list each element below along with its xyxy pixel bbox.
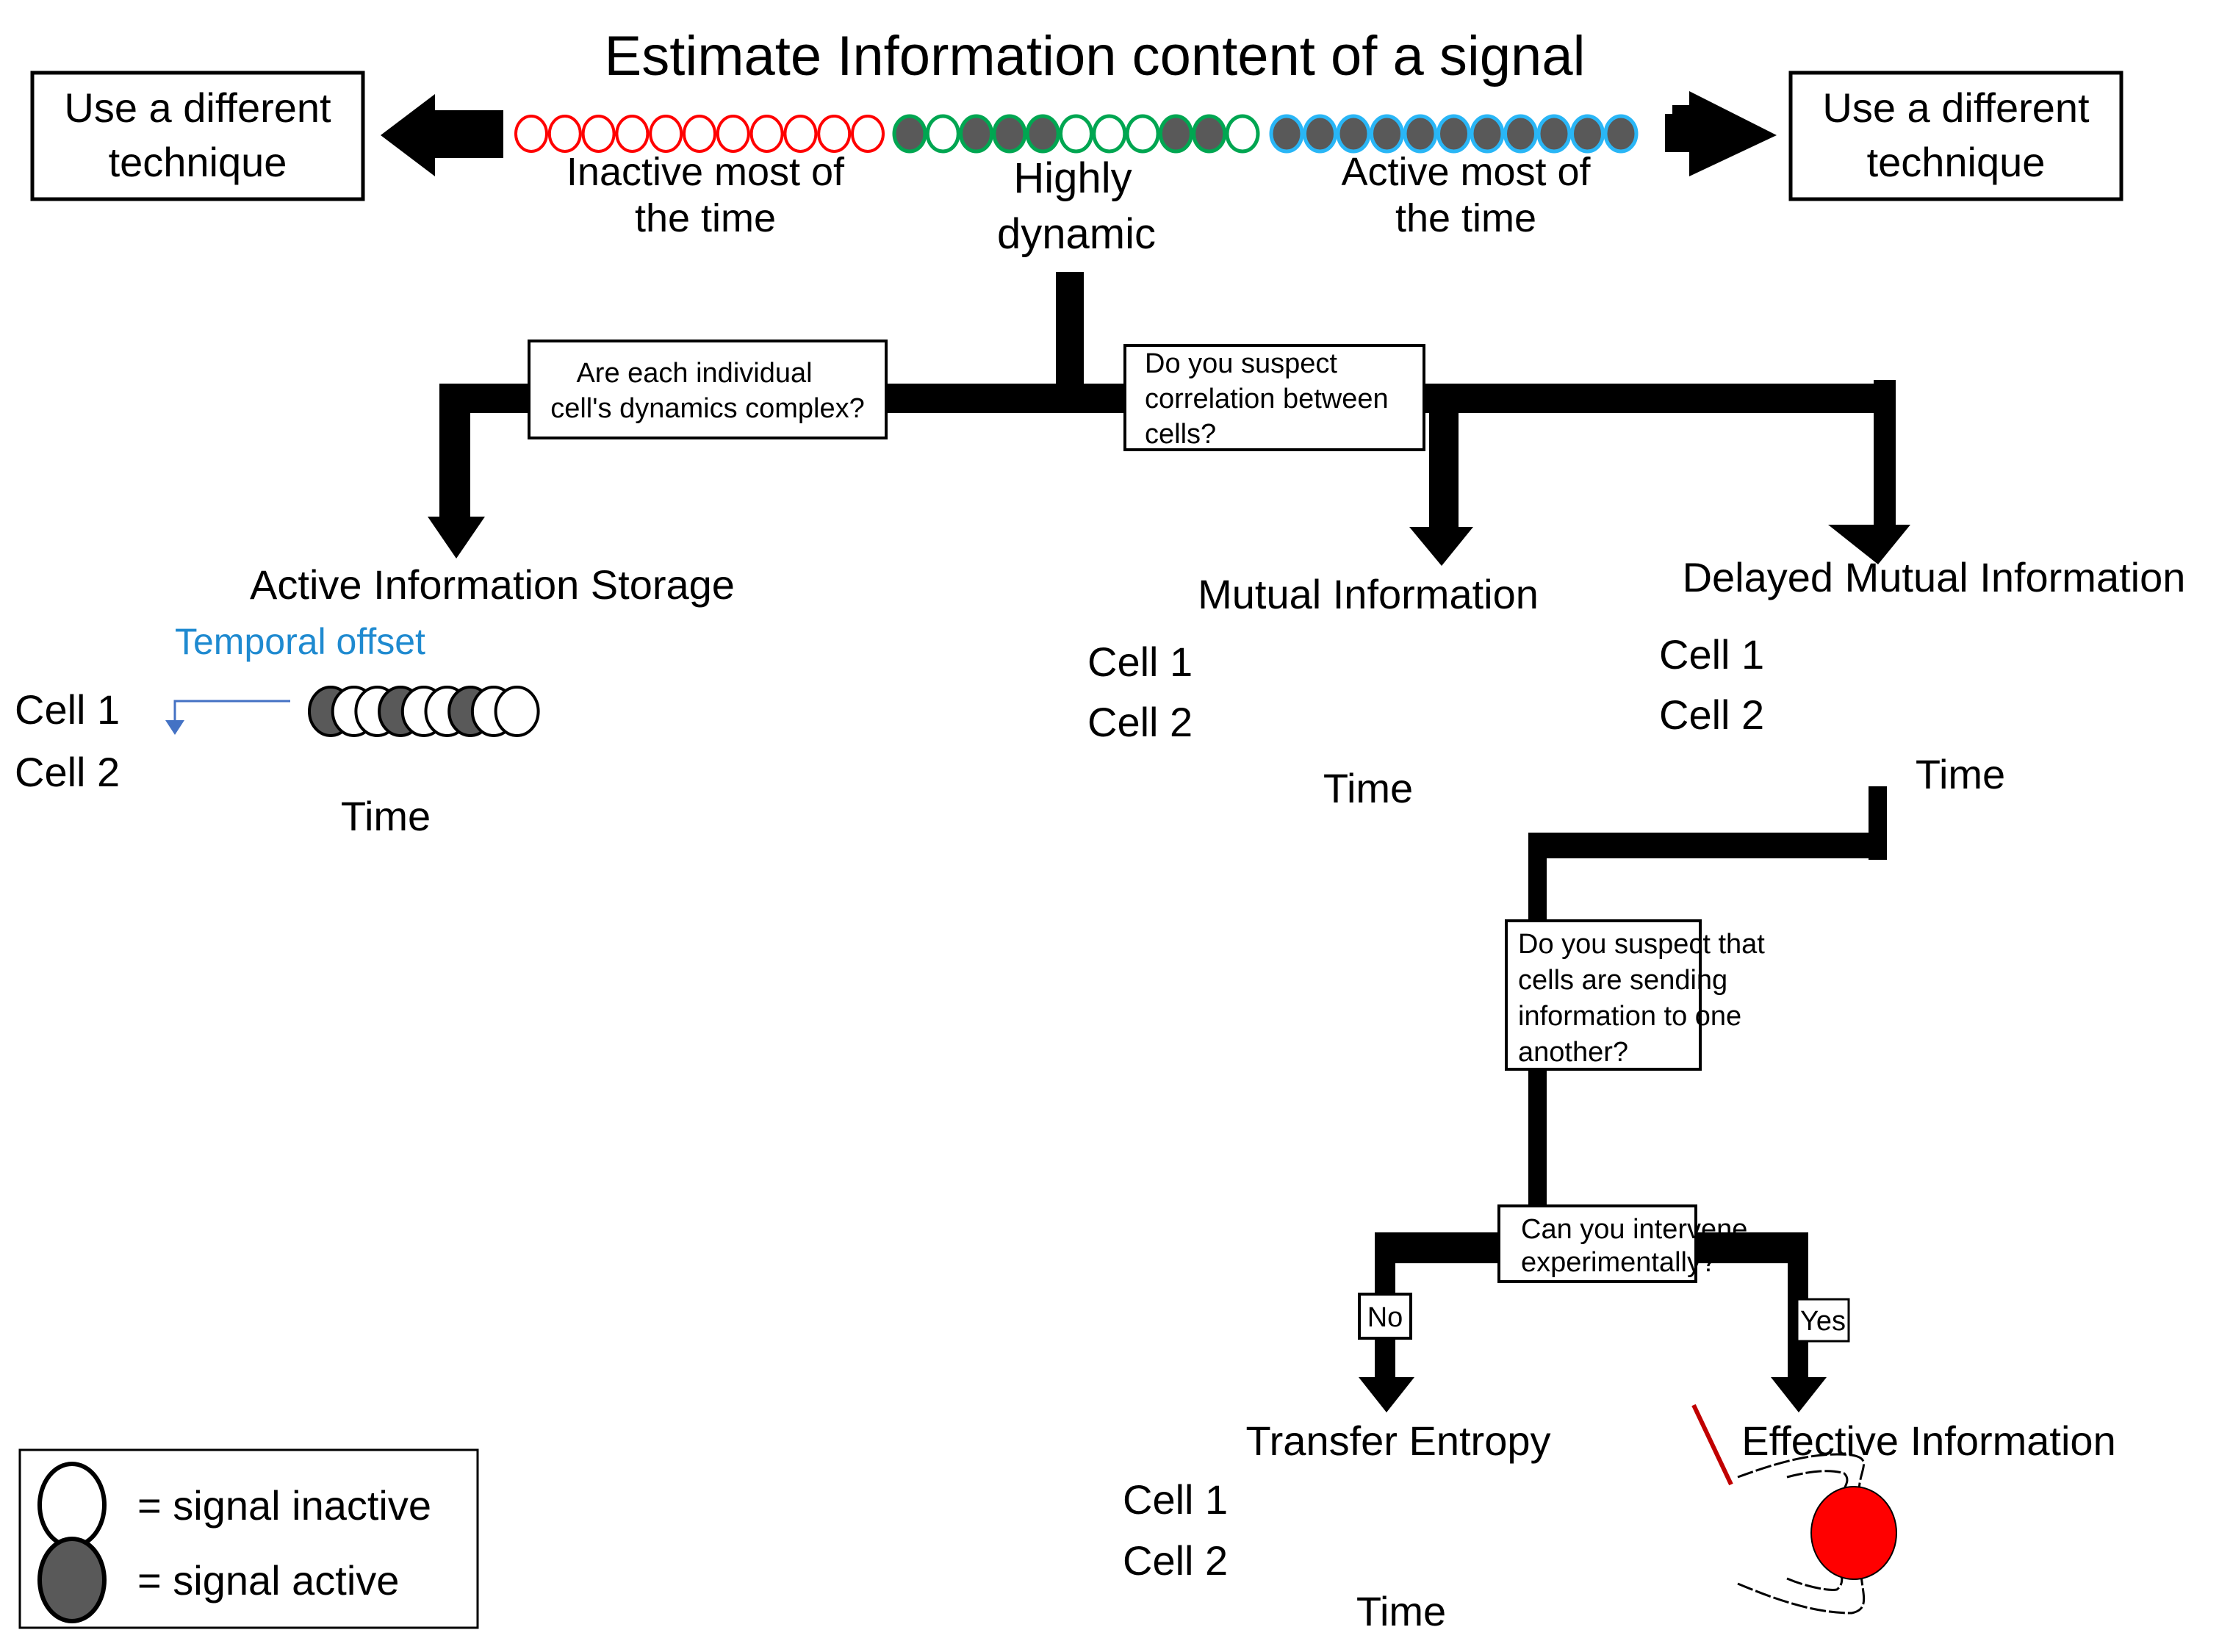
active-label-line-1: Active most of: [1341, 150, 1591, 194]
ais-cell2-label: Cell 2: [15, 749, 120, 795]
active-signal-circle-active: [1269, 114, 1304, 154]
legend-active-icon: [37, 1537, 107, 1623]
dynamic-signal-circle-active: [992, 114, 1027, 154]
dmi-time-label: Time: [1916, 751, 2005, 797]
question-box-sending: Do you suspect that cells are sending in…: [1505, 919, 1765, 1071]
legend-inactive-icon: [37, 1462, 107, 1548]
yes-label: Yes: [1800, 1306, 1846, 1337]
right-arrow-icon: [1665, 91, 1777, 176]
dynamic-signal-circle-active: [1025, 114, 1060, 154]
no-label: No: [1367, 1302, 1403, 1333]
question-2-line-1: Do you suspect: [1145, 348, 1337, 379]
inactive-signal-circle-inactive: [749, 115, 784, 153]
yes-branch-label: Yes: [1796, 1298, 1850, 1343]
right-box-line-2: technique: [1867, 139, 2046, 185]
question-box-correlation: Do you suspect correlation between cells…: [1123, 344, 1425, 451]
intervention-probe-icon: [1691, 1404, 1733, 1486]
no-branch-label: No: [1358, 1293, 1412, 1340]
question-box-individual-dynamics: Are each individual cell's dynamics comp…: [528, 340, 888, 439]
right-box-line-1: Use a different: [1822, 85, 2090, 131]
ei-target-node: [1810, 1486, 1897, 1580]
active-label-line-2: the time: [1395, 196, 1536, 240]
mi-time-label: Time: [1323, 765, 1413, 811]
inactive-signal-circle-inactive: [851, 115, 885, 153]
signal-category-rows: [514, 114, 1639, 154]
dmi-cell1-label: Cell 1: [1659, 631, 1764, 678]
dynamic-signal-circle-active: [1158, 114, 1193, 154]
inactive-signal-circle-inactive: [581, 115, 616, 153]
ais-time-label: Time: [341, 793, 431, 839]
mi-cell2-label: Cell 2: [1087, 699, 1193, 745]
active-signal-circle-active: [1303, 114, 1337, 154]
left-alternative-box: Use a different technique: [30, 71, 365, 201]
inactive-signal-circle-inactive: [547, 115, 582, 153]
inactive-signal-circle-inactive: [615, 115, 650, 153]
question-4-line-1: Can you intervene: [1521, 1214, 1747, 1245]
temporal-offset-label: Temporal offset: [175, 621, 425, 662]
te-time-label: Time: [1356, 1588, 1446, 1634]
inactive-signal-circle-inactive: [649, 115, 683, 153]
dynamic-label-line-2: dynamic: [997, 210, 1156, 258]
question-1-line-1: Are each individual: [576, 358, 812, 389]
left-box-line-2: technique: [109, 139, 287, 185]
inactive-signal-circle-inactive: [683, 115, 716, 153]
dynamic-signal-circle-inactive: [925, 114, 960, 154]
temporal-offset-arrow-icon: [165, 700, 290, 735]
ais-cell1-label: Cell 1: [15, 686, 120, 733]
inactive-signal-circle-inactive: [817, 115, 852, 153]
legend: = signal inactive = signal active: [18, 1448, 479, 1629]
active-signal-circle-active: [1403, 114, 1438, 154]
active-signal-circle-active: [1603, 114, 1639, 154]
left-arrow-icon: [381, 94, 503, 176]
dynamic-signal-circle-active: [959, 114, 994, 154]
dynamic-signal-circle-inactive: [1092, 114, 1127, 154]
dynamic-label-line-1: Highly: [1013, 154, 1132, 202]
ais-title: Active Information Storage: [250, 561, 735, 608]
question-1-line-2: cell's dynamics complex?: [550, 393, 865, 424]
question-2-line-3: cells?: [1145, 419, 1216, 450]
active-signal-circle-active: [1503, 114, 1538, 154]
dynamic-signal-circle-active: [1192, 114, 1227, 154]
active-signal-circle-active: [1470, 114, 1505, 154]
inactive-signal-circle-inactive: [514, 115, 548, 153]
question-box-intervene: Can you intervene experimentally?: [1497, 1204, 1747, 1283]
left-box-line-1: Use a different: [64, 85, 331, 131]
mi-title: Mutual Information: [1198, 571, 1539, 617]
inactive-label-line-2: the time: [635, 196, 776, 240]
active-signal-circle-active: [1436, 114, 1471, 154]
dynamic-signal-circle-inactive: [1059, 114, 1093, 154]
active-signal-circle-active: [1536, 114, 1572, 154]
ais-signal-rows: [308, 686, 540, 737]
question-3-line-3: information to one: [1518, 1001, 1741, 1032]
effective-information-network: [1691, 1404, 1897, 1615]
te-cell1-label: Cell 1: [1123, 1476, 1228, 1523]
inactive-label-line-1: Inactive most of: [567, 150, 845, 194]
mi-cell1-label: Cell 1: [1087, 639, 1193, 685]
inactive-signal-circle-inactive: [716, 115, 750, 153]
legend-inactive-label: = signal inactive: [137, 1482, 431, 1529]
dynamic-signal-circle-active: [892, 114, 927, 154]
right-alternative-box: Use a different technique: [1788, 71, 2123, 201]
dynamic-signal-circle-inactive: [1225, 114, 1260, 154]
legend-active-label: = signal active: [137, 1557, 399, 1603]
question-4-line-2: experimentally?: [1521, 1247, 1716, 1278]
dmi-cell2-label: Cell 2: [1659, 692, 1764, 738]
question-3-line-1: Do you suspect that: [1518, 929, 1765, 960]
dmi-title: Delayed Mutual Information: [1683, 554, 2186, 600]
active-signal-circle-active: [1570, 114, 1605, 154]
active-signal-circle-active: [1370, 114, 1404, 154]
active-signal-circle-active: [1336, 114, 1371, 154]
question-3-line-4: another?: [1518, 1037, 1628, 1068]
te-cell2-label: Cell 2: [1123, 1537, 1228, 1584]
ais-cell1-circle-inactive: [494, 686, 540, 737]
diagram-title: Estimate Information content of a signal: [605, 25, 1586, 87]
inactive-signal-circle-inactive: [783, 115, 818, 153]
ei-title: Effective Information: [1741, 1418, 2115, 1464]
question-2-line-2: correlation between: [1145, 384, 1389, 414]
dynamic-signal-circle-inactive: [1125, 114, 1160, 154]
question-3-line-2: cells are sending: [1518, 965, 1727, 996]
te-title: Transfer Entropy: [1246, 1418, 1551, 1464]
